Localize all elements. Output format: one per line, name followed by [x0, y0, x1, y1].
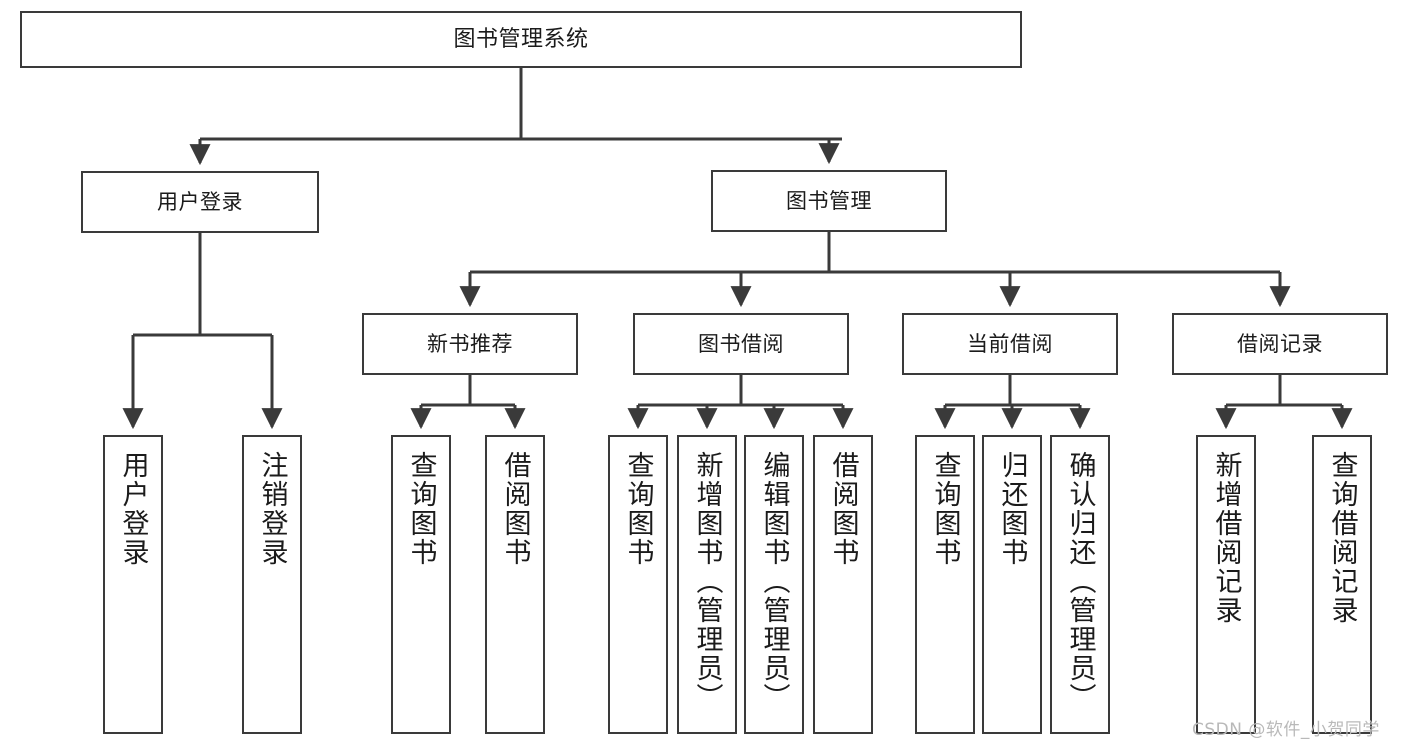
node-level3-current-borrow[interactable]: 当前借阅	[902, 313, 1118, 375]
node-label: 注销登录	[256, 451, 288, 567]
node-label: 借阅记录	[1237, 331, 1323, 356]
node-label: 新书推荐	[427, 331, 513, 356]
node-label: 图书管理系统	[453, 26, 589, 52]
node-label: 归还图书	[996, 451, 1028, 567]
node-level2-user-login[interactable]: 用户登录	[81, 171, 319, 233]
node-level2-book-management[interactable]: 图书管理	[711, 170, 947, 232]
node-leaf-edit-book-admin[interactable]: 编辑图书（管理员）	[744, 435, 804, 734]
node-leaf-query-borrow-record[interactable]: 查询借阅记录	[1312, 435, 1372, 734]
node-label: 新增图书（管理员）	[691, 451, 723, 712]
node-label: 确认归还（管理员）	[1064, 451, 1096, 712]
node-level3-borrow-record[interactable]: 借阅记录	[1172, 313, 1388, 375]
node-label: 编辑图书（管理员）	[758, 451, 790, 712]
node-leaf-add-book-admin[interactable]: 新增图书（管理员）	[677, 435, 737, 734]
node-leaf-query-book-borrow[interactable]: 查询图书	[608, 435, 668, 734]
node-level3-book-borrow[interactable]: 图书借阅	[633, 313, 849, 375]
node-label: 查询图书	[929, 451, 961, 567]
node-leaf-add-borrow-record[interactable]: 新增借阅记录	[1196, 435, 1256, 734]
node-label: 借阅图书	[827, 451, 859, 567]
node-leaf-borrow-book[interactable]: 借阅图书	[813, 435, 873, 734]
node-label: 借阅图书	[499, 451, 531, 567]
node-label: 用户登录	[117, 451, 149, 567]
node-label: 查询借阅记录	[1326, 451, 1358, 625]
node-leaf-return-book[interactable]: 归还图书	[982, 435, 1042, 734]
node-leaf-user-login[interactable]: 用户登录	[103, 435, 163, 734]
node-label: 查询图书	[405, 451, 437, 567]
node-root[interactable]: 图书管理系统	[20, 11, 1022, 68]
csdn-watermark: CSDN @软件_小贺同学	[1192, 720, 1380, 740]
node-label: 新增借阅记录	[1210, 451, 1242, 625]
node-leaf-logout[interactable]: 注销登录	[242, 435, 302, 734]
node-label: 图书借阅	[698, 331, 784, 356]
node-level3-new-book-recommend[interactable]: 新书推荐	[362, 313, 578, 375]
node-label: 图书管理	[786, 188, 872, 213]
node-label: 当前借阅	[967, 331, 1053, 356]
node-label: 查询图书	[622, 451, 654, 567]
node-leaf-query-book-recommend[interactable]: 查询图书	[391, 435, 451, 734]
node-label: 用户登录	[157, 189, 243, 214]
node-leaf-query-book-current[interactable]: 查询图书	[915, 435, 975, 734]
node-leaf-borrow-book-recommend[interactable]: 借阅图书	[485, 435, 545, 734]
node-leaf-confirm-return-admin[interactable]: 确认归还（管理员）	[1050, 435, 1110, 734]
